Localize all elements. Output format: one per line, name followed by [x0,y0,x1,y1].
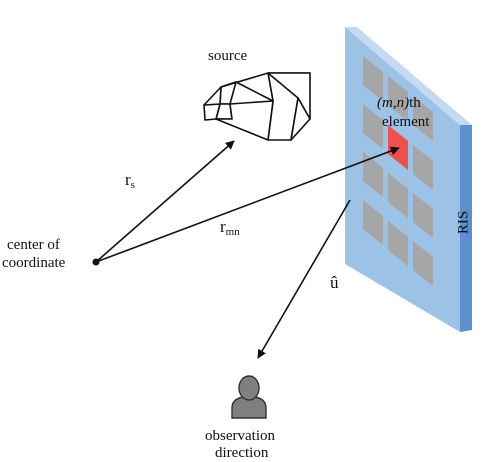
ris-cell [388,173,408,218]
observation-label-line1: observation [205,428,275,444]
element-index-text: (m,n) [377,95,410,111]
r-mn-sub: mn [225,226,240,238]
observation-label-line2: direction [215,445,269,461]
ris-top-edge [345,27,472,125]
r-mn-main: r [220,217,226,236]
ris-label: RIS [455,210,472,235]
center-label-line2: coordinate [2,255,66,271]
r-s-sub: s [130,179,135,191]
r-s-main: r [125,170,131,189]
u-hat-label: û [330,273,339,292]
origin-dot [92,258,100,266]
mn-element-label: (m,n)th [377,94,421,112]
arrow-u-hat [257,199,351,359]
ris-cell [363,56,383,101]
arrows [95,140,400,359]
arrow-r-s [95,140,235,263]
ris-side [460,125,472,332]
ris-cell [413,193,433,238]
source-label: source [208,48,248,64]
center-label-line1: center of [7,237,60,253]
ris-cell [388,76,408,121]
element-word-label: element [382,114,430,130]
person-icon [231,375,267,419]
horn-antenna-icon [203,72,311,141]
ris-cells [363,56,433,286]
ris-cell [413,96,433,141]
element-th-text: th [409,95,421,111]
ris-cell [413,241,433,286]
r-mn-label: rmn [220,218,240,241]
ris-cell [413,145,433,190]
r-s-label: rs [125,171,135,194]
ris-cell [388,221,408,266]
ris-cell [363,200,383,245]
ris-cell [363,104,383,149]
ris-cell [363,152,383,197]
arrow-r-mn [95,146,400,263]
